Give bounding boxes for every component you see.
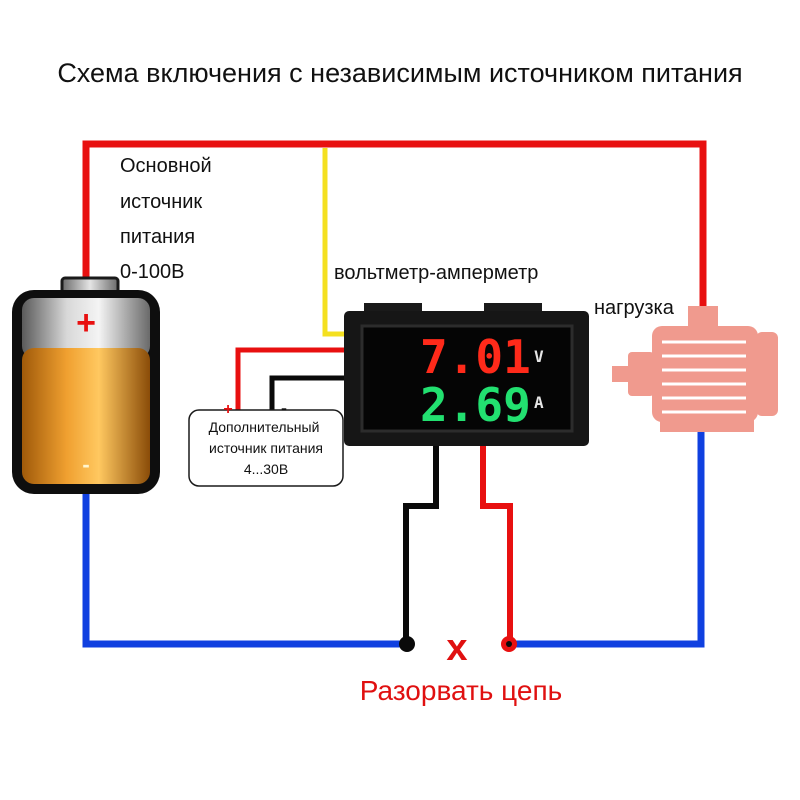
aux-source-box — [188, 409, 344, 487]
aux-minus-sign: - — [281, 398, 287, 418]
volt-ampere-meter: 7.01 V 2.69 A — [344, 303, 589, 446]
main-source-line-4: 0-100В — [120, 261, 185, 283]
voltage-sense-wire — [322, 148, 350, 337]
break-mark: x — [446, 627, 467, 669]
aux-source-line-3: 4...30В — [244, 461, 288, 477]
motor-front-cap — [628, 352, 654, 396]
main-source-label: Основной источник питания 0-100В — [120, 155, 212, 283]
diagram-title: Схема включения с независимым источником… — [57, 58, 742, 88]
meter-display — [360, 324, 574, 433]
battery-body — [22, 348, 150, 484]
negative-wire-load — [508, 432, 705, 648]
aux-power-source: + - Дополнительный источник питания 4...… — [188, 398, 344, 487]
battery-top-band — [22, 298, 150, 358]
aux-source-line-1: Дополнительный — [209, 419, 320, 435]
aux-negative-wire — [269, 375, 350, 410]
shunt-black-wire — [403, 442, 439, 644]
motor-terminal-box — [688, 306, 718, 328]
positive-wire-top — [82, 140, 707, 318]
wires — [82, 140, 707, 648]
main-source-line-2: источник — [120, 191, 202, 213]
current-reading: 2.69 — [420, 378, 531, 432]
load-label: нагрузка — [594, 297, 675, 319]
aux-positive-wire — [235, 347, 350, 410]
circuit-break: x Разорвать цепь — [360, 627, 562, 706]
load-motor — [612, 306, 778, 432]
current-unit: A — [534, 393, 544, 412]
meter-label: вольтметр-амперметр — [334, 262, 538, 284]
voltage-unit: V — [534, 347, 544, 366]
shunt-red-wire — [480, 442, 513, 644]
break-terminal-black — [399, 636, 415, 652]
motor-base — [660, 420, 754, 432]
main-source-line-3: питания — [120, 226, 195, 248]
battery-plus-sign: + — [76, 304, 96, 342]
main-battery: + - — [12, 276, 160, 494]
negative-wire-battery — [82, 492, 402, 648]
battery-minus-sign: - — [82, 452, 89, 477]
motor-end-cap — [756, 332, 778, 416]
motor-shaft — [612, 366, 630, 382]
aux-plus-sign: + — [223, 401, 232, 418]
voltage-reading: 7.01 — [420, 330, 531, 384]
motor-body — [652, 326, 758, 422]
aux-source-line-2: источник питания — [209, 440, 323, 456]
break-label: Разорвать цепь — [360, 675, 562, 706]
main-source-line-1: Основной — [120, 155, 212, 177]
motor-cooling-fins — [662, 340, 746, 414]
